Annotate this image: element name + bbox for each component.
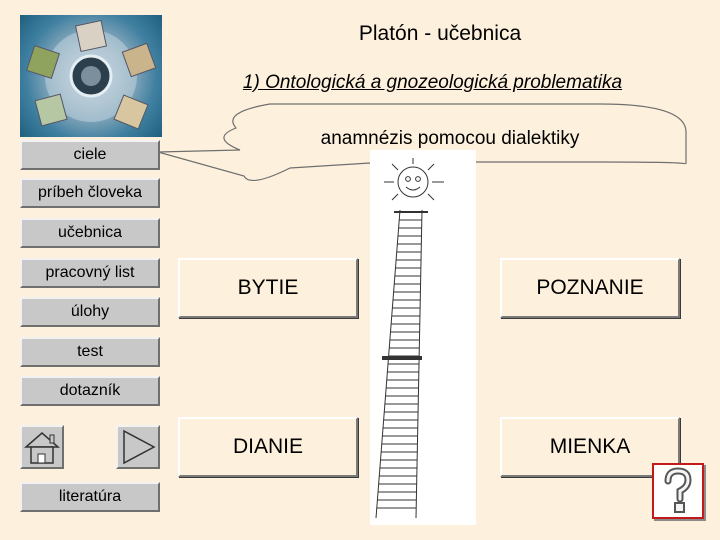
- page-title: Platón - učebnica: [358, 22, 522, 45]
- nav-button-ciele[interactable]: ciele: [20, 140, 160, 170]
- next-button[interactable]: [116, 425, 160, 469]
- box-bytie[interactable]: BYTIE: [178, 258, 358, 318]
- question-mark-icon: [664, 467, 692, 513]
- ladder-illustration: [370, 150, 476, 525]
- logo-image: [20, 15, 162, 137]
- nav-button-ulohy[interactable]: úlohy: [20, 297, 160, 327]
- home-button[interactable]: [20, 425, 64, 469]
- nav-button-pracovny-list[interactable]: pracovný list: [20, 258, 160, 288]
- help-button[interactable]: [652, 463, 704, 519]
- page-subtitle: 1) Ontologická a gnozeologická problemat…: [242, 72, 623, 93]
- home-icon: [24, 432, 60, 464]
- box-poznanie[interactable]: POZNANIE: [500, 258, 680, 318]
- nav-button-literatura[interactable]: literatúra: [20, 482, 160, 512]
- nav-button-test[interactable]: test: [20, 337, 160, 367]
- nav-button-dotaznik[interactable]: dotazník: [20, 376, 160, 406]
- box-dianie[interactable]: DIANIE: [178, 417, 358, 477]
- sun-icon: [384, 158, 444, 201]
- play-arrow-icon: [123, 429, 156, 465]
- bubble-text: anamnézis pomocou dialektiky: [320, 128, 580, 149]
- box-mienka[interactable]: MIENKA: [500, 417, 680, 477]
- nav-button-pribeh-cloveka[interactable]: príbeh človeka: [20, 178, 160, 208]
- nav-button-ucebnica[interactable]: učebnica: [20, 218, 160, 248]
